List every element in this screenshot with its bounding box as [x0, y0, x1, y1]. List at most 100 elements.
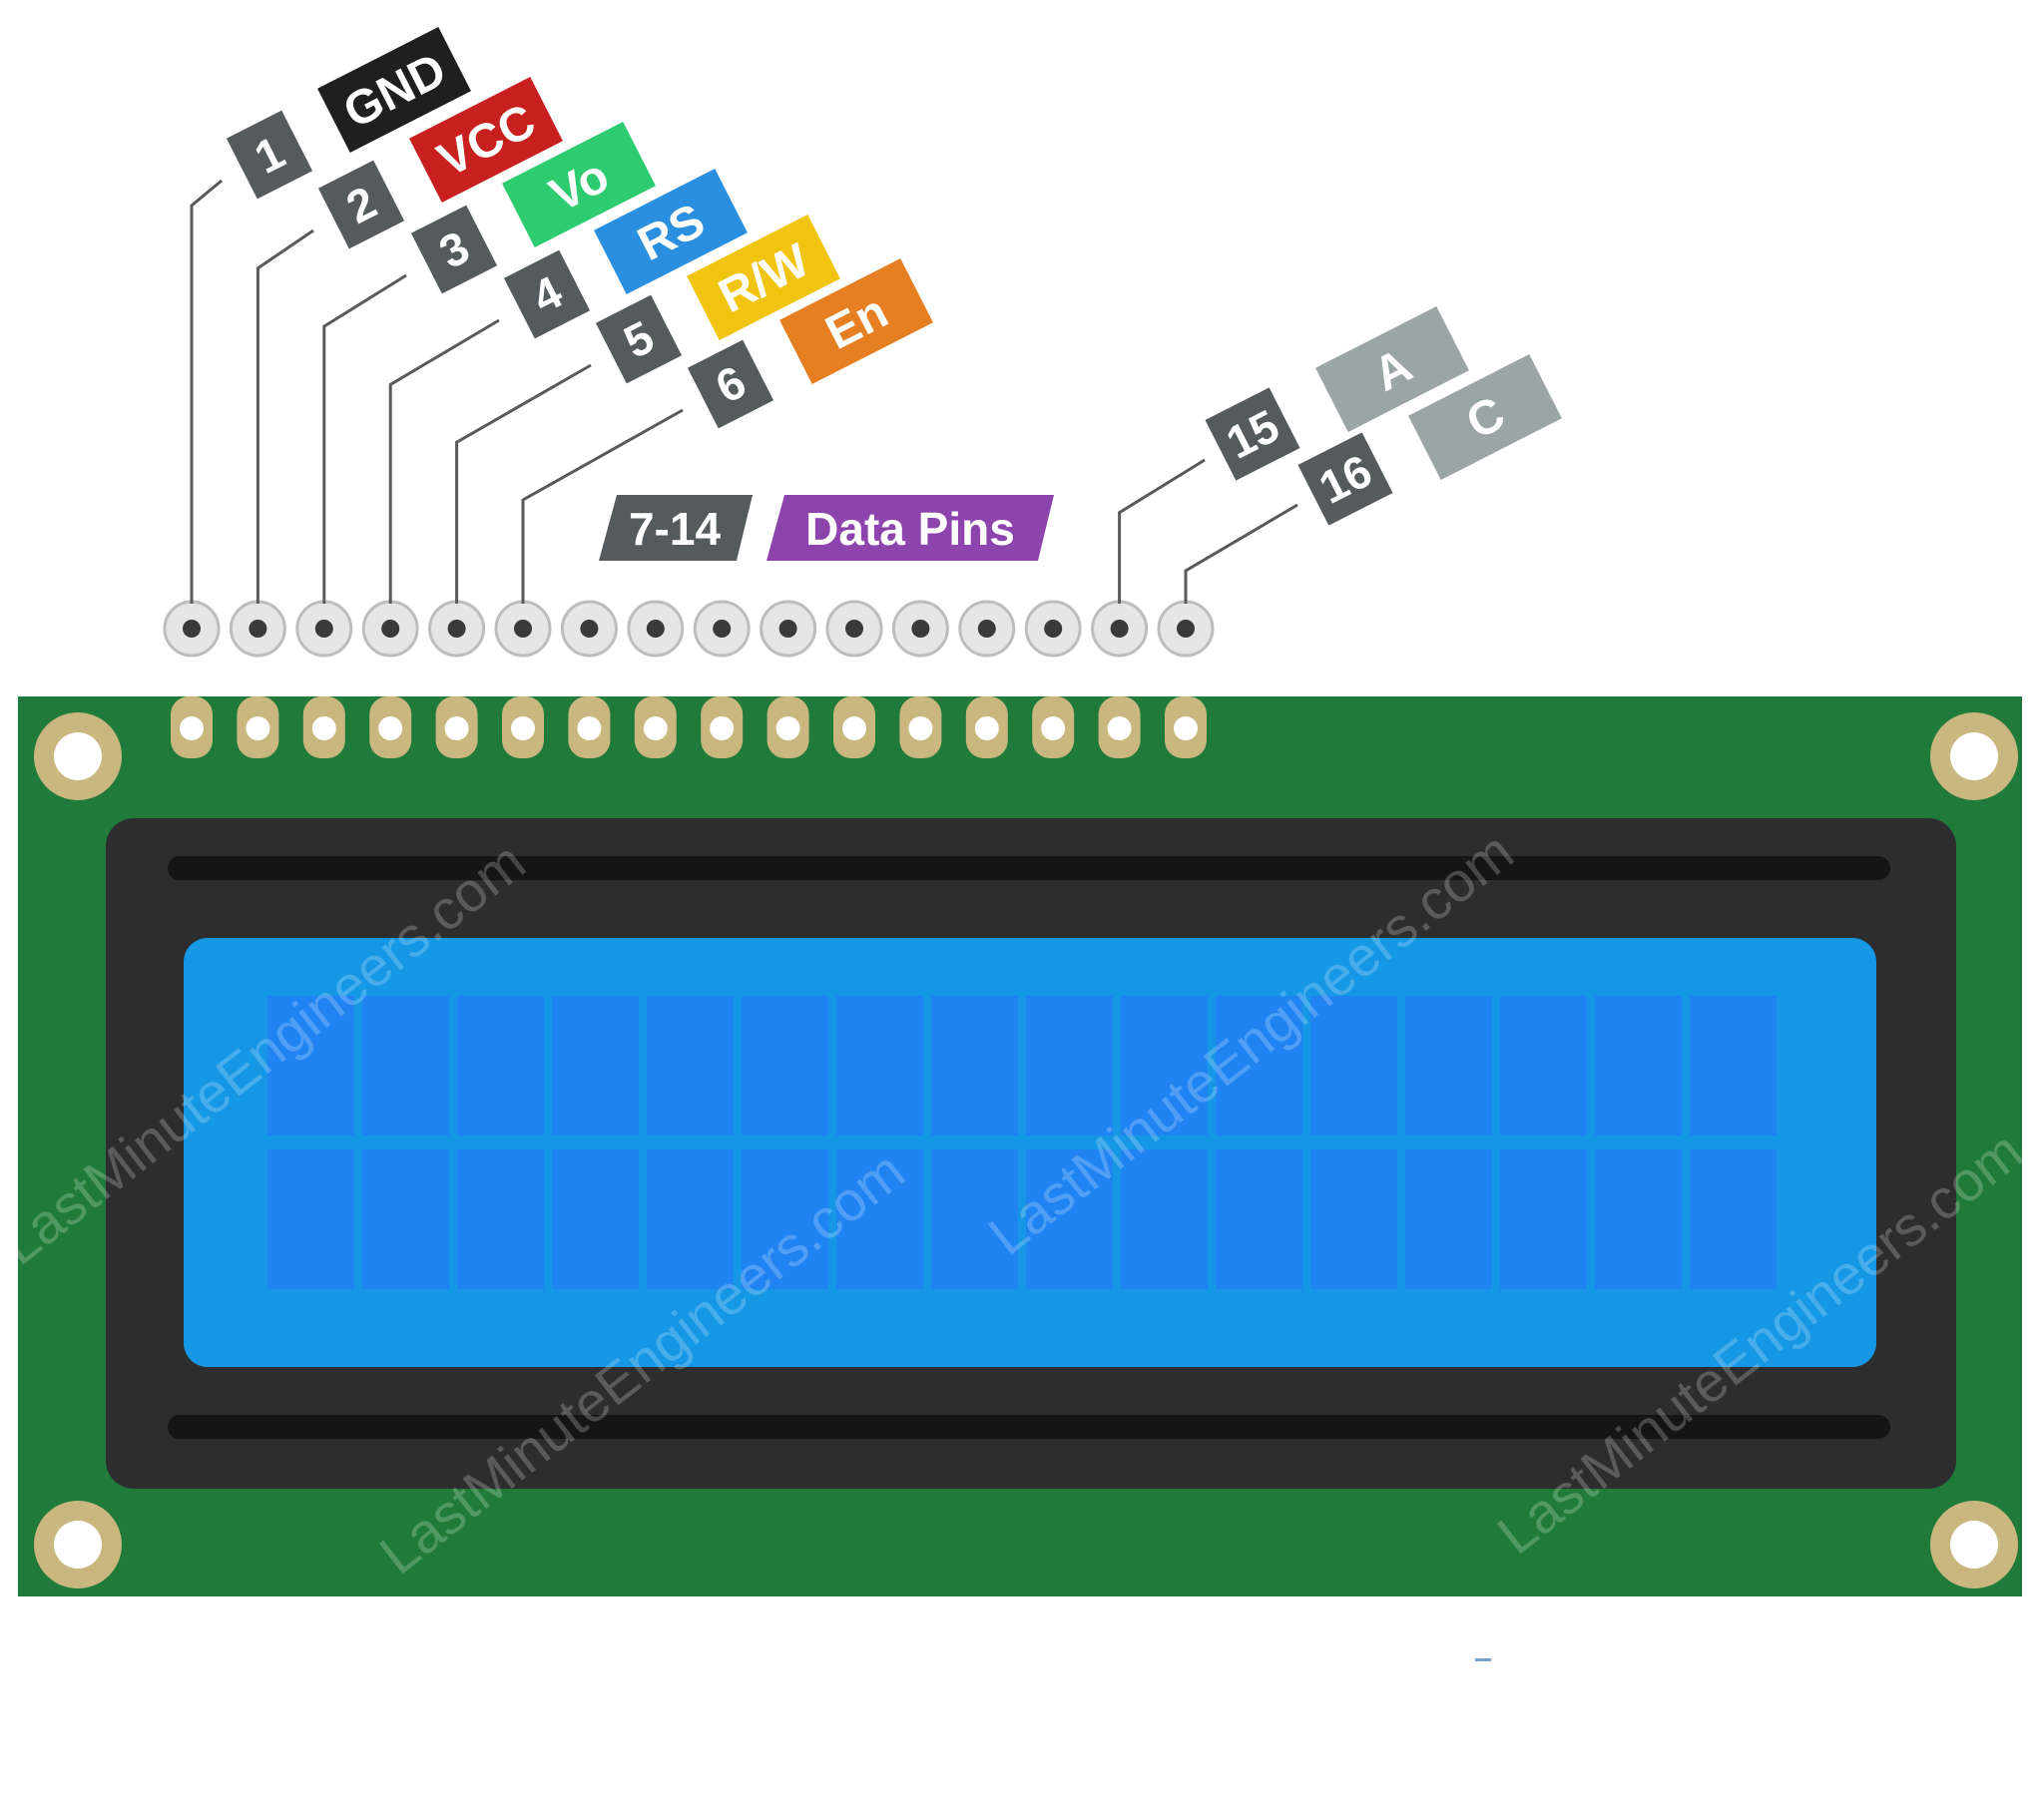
header-pin: [833, 696, 875, 758]
leader-line: [322, 273, 407, 604]
character-cell: [1121, 1149, 1208, 1289]
bezel-slot-bottom: [168, 1415, 1890, 1439]
mounting-hole: [1930, 712, 2018, 800]
character-cell: [1310, 996, 1397, 1135]
character-cell: [647, 996, 734, 1135]
character-cell: [1595, 996, 1682, 1135]
character-cell: [836, 996, 923, 1135]
character-cell: [457, 996, 544, 1135]
pin-number-tag: 4: [503, 249, 591, 339]
header-pin: [899, 696, 942, 758]
connector-dot: [560, 600, 618, 658]
header-pin: [1165, 696, 1207, 758]
data-pins-label: Data Pins: [805, 503, 1015, 555]
pin-number-tag: 6: [687, 339, 774, 429]
header-pin: [766, 696, 809, 758]
character-cell: [552, 996, 639, 1135]
character-cell: [1690, 1149, 1777, 1289]
header-pin: [701, 696, 744, 758]
leader-line: [455, 363, 592, 604]
character-cell: [267, 1149, 354, 1289]
character-cell: [362, 996, 449, 1135]
character-cell: [1405, 1149, 1492, 1289]
header-pin: [965, 696, 1008, 758]
character-cell: [1026, 996, 1113, 1135]
connector-dot: [361, 600, 419, 658]
header-pins: [171, 696, 1207, 758]
character-cell: [267, 996, 354, 1135]
data-pins-range-label: 7-14: [629, 503, 721, 555]
header-pin: [435, 696, 478, 758]
mounting-hole: [34, 1501, 122, 1588]
character-cell: [1026, 1149, 1113, 1289]
pin-number-tag: 5: [595, 294, 683, 384]
character-grid: [267, 996, 1777, 1289]
pin-function-tag: En: [779, 258, 933, 384]
character-cell: [742, 996, 828, 1135]
pin-number-tag: 16: [1297, 432, 1393, 526]
character-cell: [931, 996, 1018, 1135]
header-pin: [634, 696, 677, 758]
header-pin: [568, 696, 611, 758]
connector-dot: [163, 600, 221, 658]
connector-dots: [163, 600, 1215, 658]
header-pin: [1098, 696, 1141, 758]
mounting-holes: [34, 712, 2018, 1588]
pin-number-tag: 2: [317, 160, 405, 249]
connector-dot: [428, 600, 486, 658]
character-cell: [1216, 1149, 1302, 1289]
character-cell: [1310, 1149, 1397, 1289]
leader-line: [1184, 503, 1298, 604]
connector-dot: [1024, 600, 1082, 658]
character-cell: [836, 1149, 923, 1289]
character-cell: [552, 1149, 639, 1289]
character-cell: [1500, 1149, 1587, 1289]
leader-line: [388, 318, 500, 604]
connector-dot: [693, 600, 751, 658]
character-cell: [931, 1149, 1018, 1289]
connector-dot: [1157, 600, 1215, 658]
connector-dot: [825, 600, 883, 658]
connector-dot: [891, 600, 949, 658]
character-cell: [362, 1149, 449, 1289]
connector-dot: [1091, 600, 1149, 658]
pin-number-tag: 1: [226, 110, 313, 200]
connector-dot: [229, 600, 286, 658]
header-pin: [171, 696, 213, 758]
header-pin: [369, 696, 412, 758]
bezel-slot-top: [168, 856, 1890, 880]
connector-dot: [295, 600, 353, 658]
pin-number-tag: 15: [1205, 387, 1300, 481]
data-pins-range-badge: [599, 495, 753, 561]
stray-mark: [1475, 1658, 1491, 1661]
data-pins-tag: 7-14 Data Pins: [599, 495, 1054, 561]
header-pin: [237, 696, 279, 758]
pin-function-tag: Vo: [502, 122, 656, 247]
character-cell: [1500, 996, 1587, 1135]
leader-line: [521, 408, 684, 604]
connector-dot: [958, 600, 1016, 658]
leader-line: [256, 228, 314, 604]
character-cell: [1121, 996, 1208, 1135]
character-cell: [742, 1149, 828, 1289]
data-pins-badge: [766, 495, 1054, 561]
character-cell: [1595, 1149, 1682, 1289]
pin-function-tag: A: [1315, 306, 1469, 432]
pin-leader-lines: [190, 179, 1298, 604]
character-cell: [457, 1149, 544, 1289]
connector-dot: [494, 600, 552, 658]
leader-line: [1118, 458, 1206, 604]
character-cell: [1690, 996, 1777, 1135]
header-pin: [302, 696, 345, 758]
pin-number-tag: 3: [410, 205, 498, 294]
character-cell: [1405, 996, 1492, 1135]
connector-dot: [760, 600, 817, 658]
header-pin: [1032, 696, 1075, 758]
character-cell: [647, 1149, 734, 1289]
mounting-hole: [1930, 1501, 2018, 1588]
pin-function-tag: C: [1408, 354, 1562, 480]
character-cell: [1216, 996, 1302, 1135]
connector-dot: [627, 600, 685, 658]
